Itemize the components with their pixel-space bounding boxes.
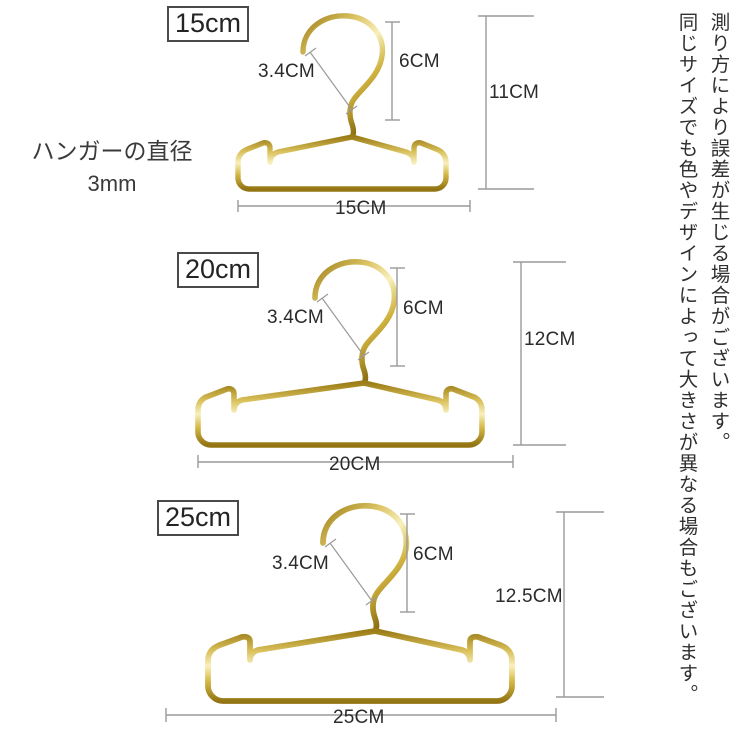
hanger-25cm-dimension-lines: [165, 511, 604, 722]
note-color-design-variation: 同じサイズでも色やデザインによって大きさが異なる場合もございます。: [675, 12, 697, 705]
hook-height-label-25cm: 6CM: [413, 544, 454, 565]
hook-width-label-20cm: 3.4CM: [267, 307, 324, 328]
hanger-15cm-drawing: [235, 13, 449, 192]
hanger-15cm-dimension-lines: [237, 15, 534, 212]
hook-width-label-15cm: 3.4CM: [258, 61, 315, 82]
hanger-25cm-drawing: [205, 503, 515, 704]
size-badge-25cm: 25cm: [157, 500, 240, 537]
diameter-note-line2: 3mm: [87, 171, 137, 197]
size-badge-20cm: 20cm: [177, 252, 260, 289]
note-measurement-tolerance: 測り方により誤差が生じる場合がございます。: [707, 12, 729, 453]
height-label-15cm: 11CM: [489, 82, 540, 103]
diameter-note-line1: ハンガーの直径: [31, 138, 193, 164]
hook-height-label-15cm: 6CM: [399, 51, 440, 72]
width-label-20cm: 20CM: [329, 454, 381, 475]
width-label-25cm: 25CM: [333, 707, 385, 728]
hanger-diameter-note: ハンガーの直径 3mm: [22, 135, 202, 200]
width-label-15cm: 15CM: [335, 198, 387, 219]
hook-width-label-25cm: 3.4CM: [272, 553, 329, 574]
height-label-20cm: 12CM: [524, 329, 576, 350]
height-label-25cm: 12.5CM: [495, 586, 563, 607]
hanger-20cm-dimension-lines: [197, 261, 566, 468]
hanger-20cm-drawing: [195, 259, 485, 448]
hook-height-label-20cm: 6CM: [403, 298, 444, 319]
size-badge-15cm: 15cm: [167, 6, 250, 43]
